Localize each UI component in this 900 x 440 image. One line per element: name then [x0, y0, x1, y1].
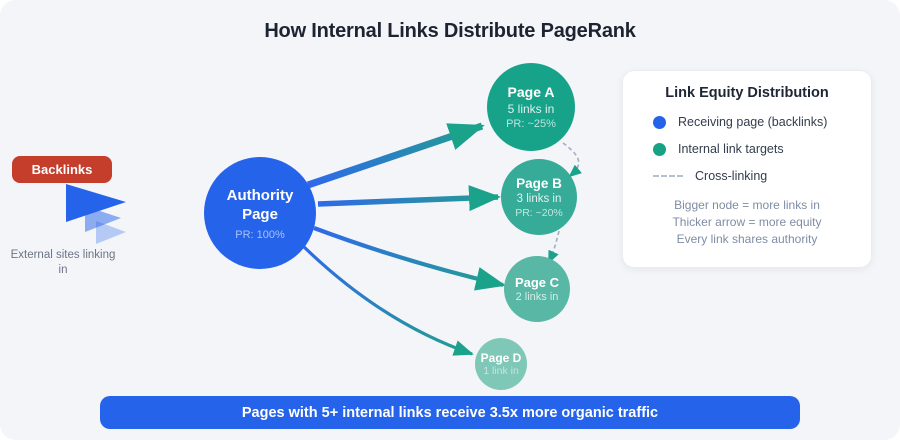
node-page-d: Page D 1 link in	[475, 338, 527, 390]
backlink-arrow-small	[96, 221, 126, 244]
legend-panel: Link Equity Distribution Receiving page …	[622, 70, 872, 268]
crosslink-b-to-c	[548, 230, 560, 264]
legend-notes: Bigger node = more links in Thicker arro…	[623, 197, 871, 248]
backlink-arrow-medium	[85, 206, 121, 232]
backlink-arrow-large	[66, 184, 126, 222]
page-title: How Internal Links Distribute PageRank	[264, 20, 636, 42]
node-page-d-links: 1 link in	[483, 365, 519, 377]
blue-node-legend-icon	[653, 115, 666, 129]
node-page-b-pr: PR: ~20%	[515, 206, 563, 219]
teal-node-legend-icon	[653, 142, 666, 156]
external-sites-caption: External sites linking in	[10, 249, 116, 276]
node-authority-pr: PR: 100%	[235, 228, 285, 241]
equity-arrow-page-d	[298, 241, 474, 356]
node-authority-page: Authority Page PR: 100%	[204, 157, 316, 269]
stat-banner: Pages with 5+ internal links receive 3.5…	[100, 396, 800, 429]
node-page-b: Page B 3 links in PR: ~20%	[501, 159, 577, 235]
equity-arrow-page-b	[317, 185, 501, 212]
node-authority-name: Authority Page	[226, 186, 294, 224]
legend-title: Link Equity Distribution	[665, 85, 829, 101]
legend-item-cross-linking: Cross-linking	[653, 169, 871, 183]
crosslink-a-to-b	[562, 142, 582, 178]
backlinks-badge-label: Backlinks	[31, 162, 93, 177]
legend-item-label: Cross-linking	[695, 169, 768, 183]
node-page-d-name: Page D	[480, 351, 522, 365]
legend-item-internal-targets: Internal link targets	[653, 142, 871, 156]
node-page-b-links: 3 links in	[516, 192, 562, 205]
legend-note: Thicker arrow = more equity	[672, 215, 822, 230]
node-page-c: Page C 2 links in	[504, 256, 570, 322]
equity-arrow-page-c	[313, 226, 506, 291]
legend-note: Every link shares authority	[676, 232, 818, 247]
legend-item-receiving-page: Receiving page (backlinks)	[653, 115, 871, 129]
node-page-b-name: Page B	[516, 175, 562, 191]
node-page-a-name: Page A	[507, 84, 555, 100]
node-page-a: Page A 5 links in PR: ~25%	[487, 63, 575, 151]
node-page-a-pr: PR: ~25%	[506, 118, 556, 130]
legend-note: Bigger node = more links in	[674, 198, 820, 212]
node-page-a-links: 5 links in	[507, 102, 555, 116]
stat-banner-text: Pages with 5+ internal links receive 3.5…	[241, 404, 659, 421]
node-page-c-links: 2 links in	[515, 291, 559, 303]
legend-item-label: Receiving page (backlinks)	[678, 115, 828, 129]
node-page-c-name: Page C	[514, 275, 560, 290]
legend-item-label: Internal link targets	[678, 142, 784, 156]
dashed-line-legend-icon	[653, 175, 683, 177]
equity-arrow-page-a	[306, 122, 485, 189]
backlinks-badge: Backlinks	[12, 156, 112, 183]
